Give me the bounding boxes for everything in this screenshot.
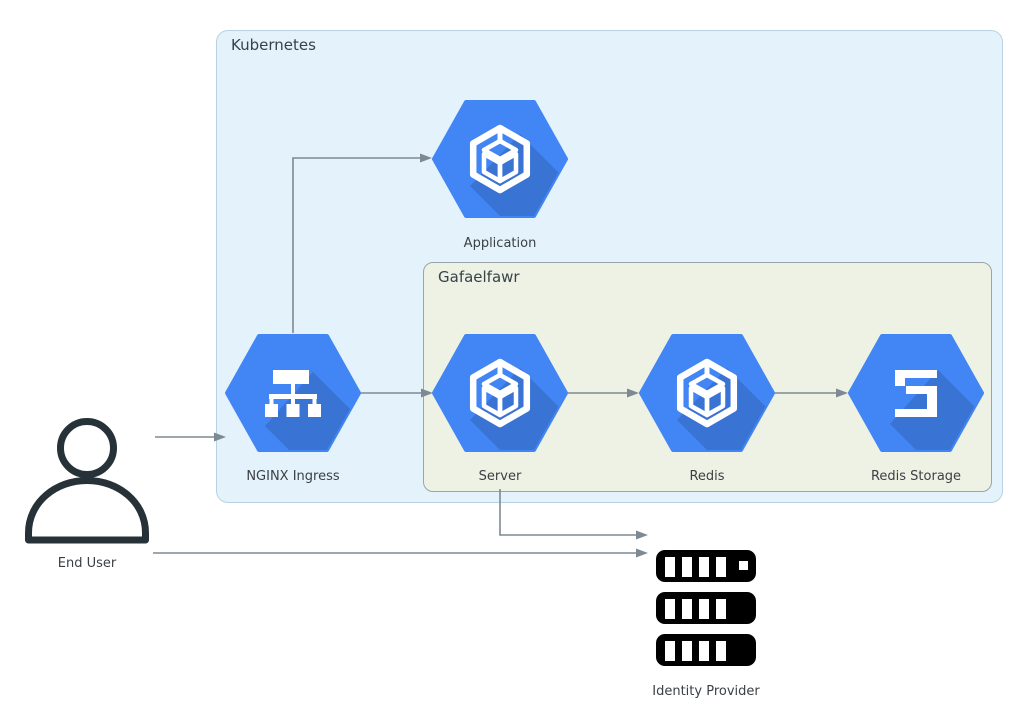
node-server xyxy=(432,334,568,452)
person-icon xyxy=(25,418,149,544)
edge-enduser-to-idp xyxy=(153,548,648,558)
node-redis xyxy=(639,334,775,452)
gke-hexagon-icon xyxy=(432,100,568,218)
node-redis-storage xyxy=(848,334,984,452)
node-label-end-user: End User xyxy=(57,556,117,571)
node-nginx-ingress xyxy=(225,334,361,452)
node-end-user xyxy=(23,417,153,547)
storage-hexagon-icon xyxy=(848,334,984,452)
gafaelfawr-container-title: Gafaelfawr xyxy=(438,268,520,286)
node-label-application: Application xyxy=(463,236,537,251)
gke-hexagon-icon xyxy=(432,334,568,452)
load-balancer-hexagon-icon xyxy=(225,334,361,452)
kubernetes-container-title: Kubernetes xyxy=(231,36,316,54)
node-label-redis: Redis xyxy=(689,469,725,484)
node-application xyxy=(432,100,568,218)
node-label-identity-provider: Identity Provider xyxy=(652,684,760,699)
gke-hexagon-icon xyxy=(639,334,775,452)
node-label-server: Server xyxy=(478,469,522,484)
server-rack-icon xyxy=(656,550,756,666)
node-identity-provider xyxy=(655,549,757,667)
node-label-redis-storage: Redis Storage xyxy=(870,469,962,484)
node-label-nginx-ingress: NGINX Ingress xyxy=(246,469,340,484)
